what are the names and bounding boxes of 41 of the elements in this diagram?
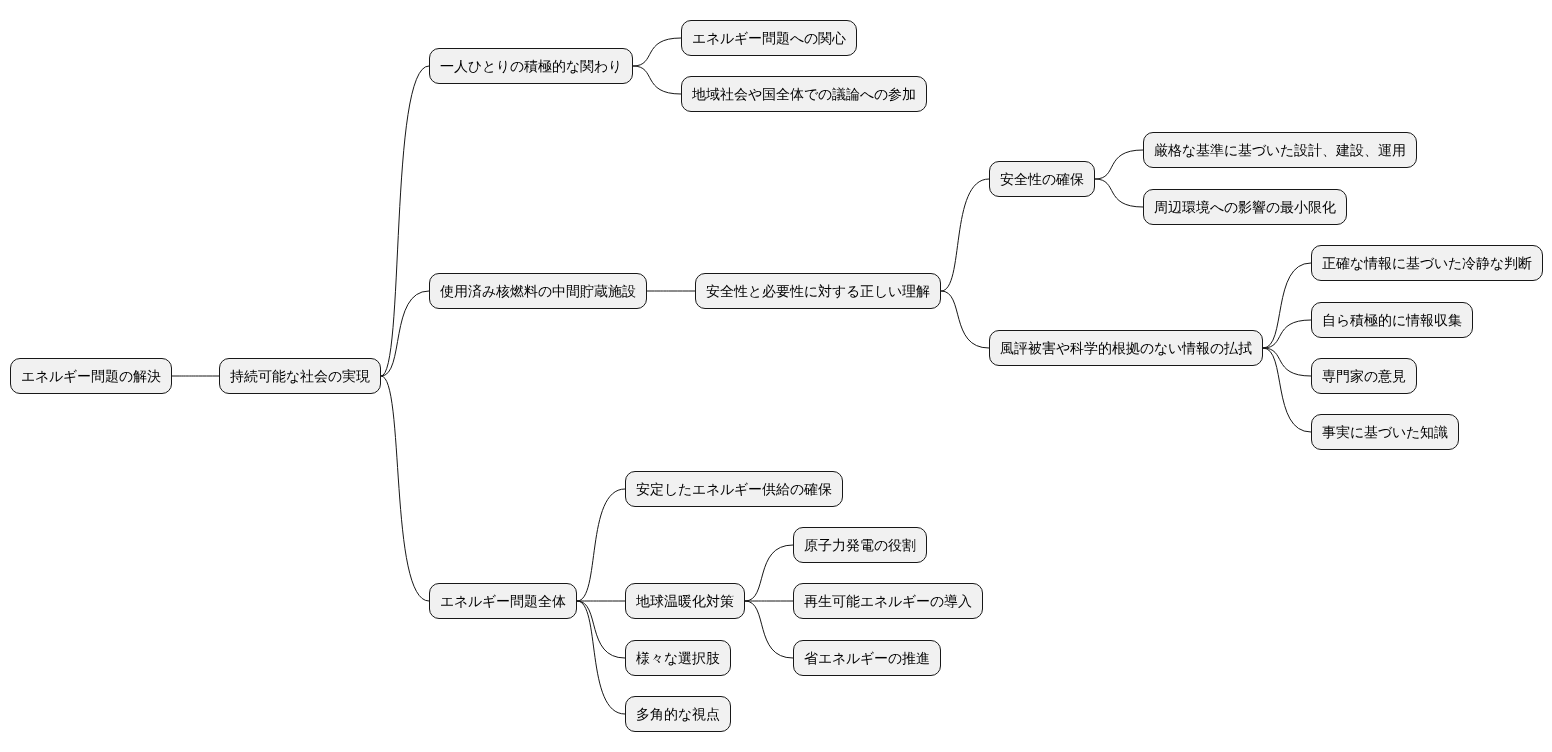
topic-box: 一人ひとりの積極的な関わり [429,48,633,84]
connector-line [632,37,682,67]
connector-line [380,375,430,602]
connector-line [1262,319,1312,349]
connector-line [744,600,794,602]
connector-line [1262,347,1312,433]
topic-box: 地球温暖化対策 [625,583,745,619]
connector-line [576,600,626,715]
topic-box: 風評被害や科学的根拠のない情報の払拭 [989,330,1263,366]
topic-box: 正確な情報に基づいた冷静な判断 [1311,245,1543,281]
topic-box: 省エネルギーの推進 [793,640,941,676]
connector-line [1262,347,1312,377]
topic-box: 再生可能エネルギーの導入 [793,583,983,619]
topic-box: エネルギー問題全体 [429,583,577,619]
topic-box: エネルギー問題への関心 [681,20,857,56]
topic-box: エネルギー問題の解決 [10,358,172,394]
connector-line [576,600,626,602]
topic-box: 厳格な基準に基づいた設計、建設、運用 [1143,132,1417,168]
connector-line [646,290,696,292]
topic-box: 使用済み核燃料の中間貯蔵施設 [429,273,647,309]
topic-box: 多角的な視点 [625,696,731,732]
connector-line [632,65,682,95]
topic-box: 安定したエネルギー供給の確保 [625,471,843,507]
connector-line [380,290,430,377]
connector-line [940,290,990,349]
topic-box: 安全性と必要性に対する正しい理解 [695,273,941,309]
connector-line [1094,178,1144,208]
topic-box: 自ら積極的に情報収集 [1311,302,1473,338]
topic-box: 持続可能な社会の実現 [219,358,381,394]
topic-box: 専門家の意見 [1311,358,1417,394]
connector-line [940,178,990,292]
topic-box: 安全性の確保 [989,161,1095,197]
topic-box: 原子力発電の役割 [793,527,927,563]
topic-box: 地域社会や国全体での議論への参加 [681,76,927,112]
connector-line [380,65,430,377]
topic-box: 周辺環境への影響の最小限化 [1143,189,1347,225]
connector-line [744,600,794,659]
topic-box: 事実に基づいた知識 [1311,414,1459,450]
topic-box: 様々な選択肢 [625,640,731,676]
connector-line [1094,149,1144,180]
connector-line [171,375,220,377]
